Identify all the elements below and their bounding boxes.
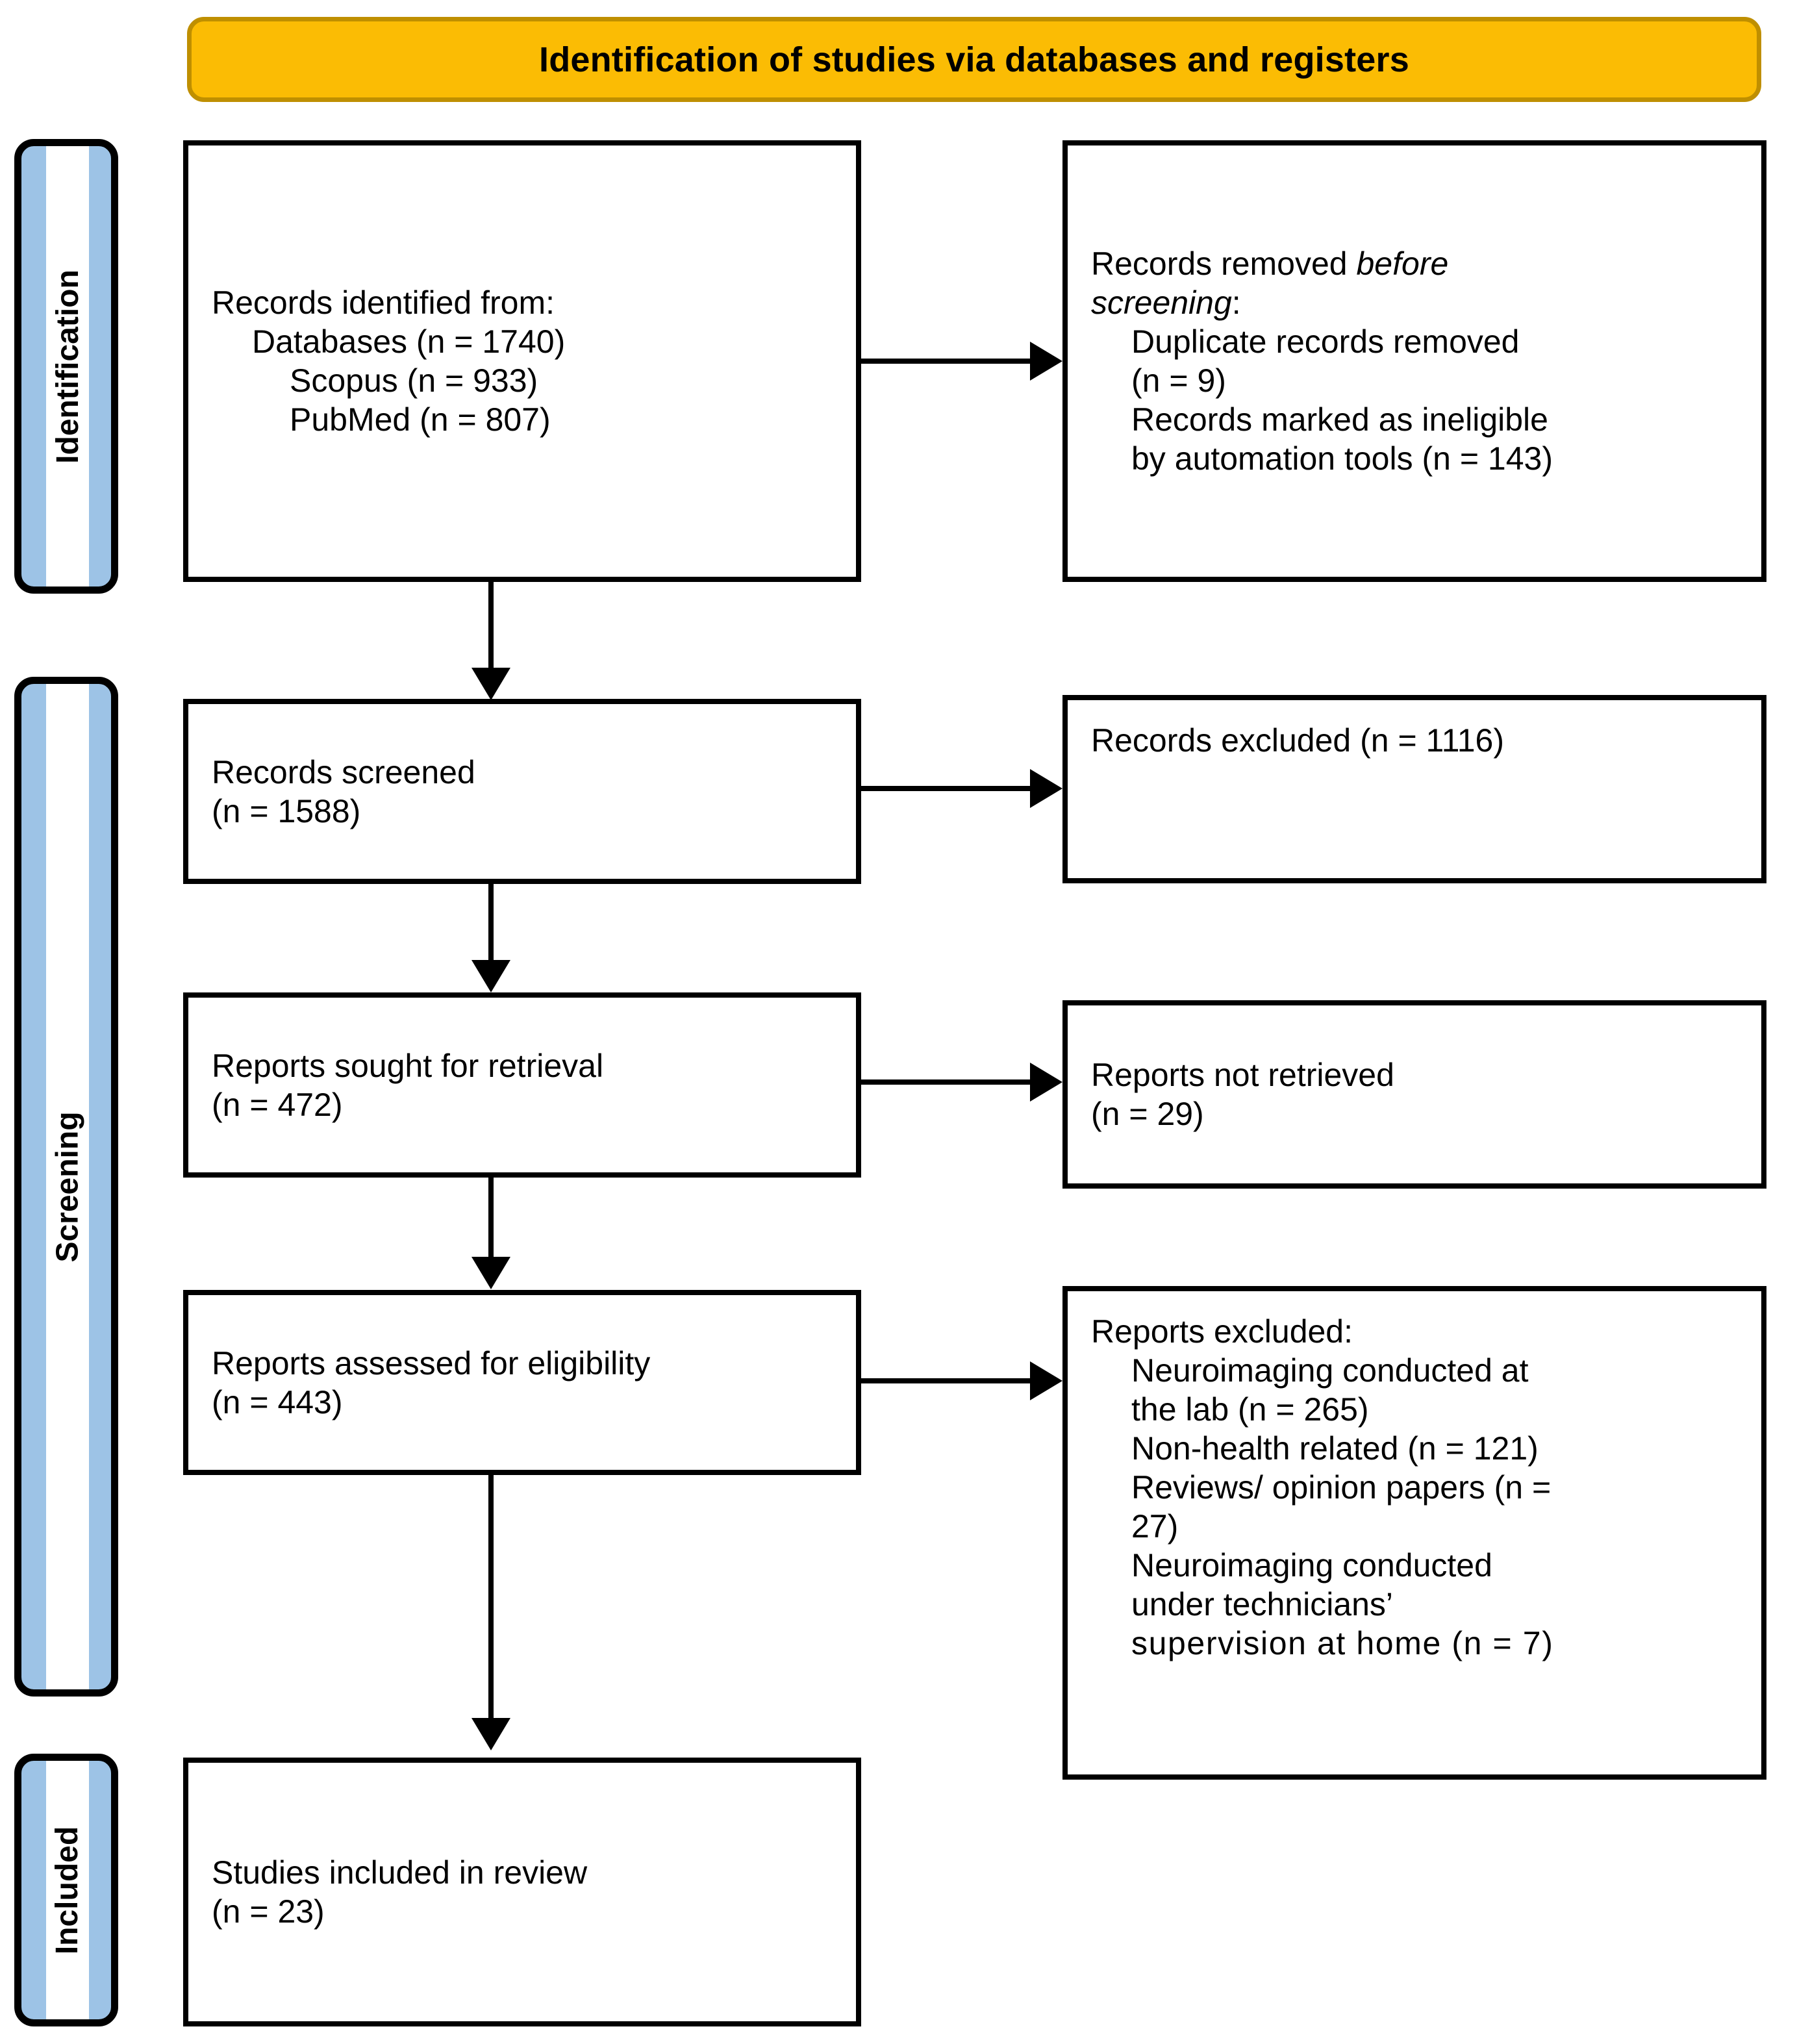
- connector-identified-to-removed-arrowhead: [1030, 342, 1062, 381]
- box-reports-sought-for-retrieval: Reports sought for retrieval(n = 472): [183, 992, 861, 1178]
- reports-excluded-line-1: Reports excluded:: [1091, 1313, 1353, 1350]
- stage-label-identification: Identification: [50, 269, 85, 464]
- connector-identified-to-screened-arrowhead: [471, 668, 510, 700]
- box-reports-not-retrieved-text: Reports not retrieved(n = 29): [1091, 1055, 1747, 1133]
- records-excluded-line-1: Records excluded (n = 1116): [1091, 722, 1505, 759]
- reports-sought-line-2: (n = 472): [212, 1086, 343, 1123]
- records-identified-line-3: Scopus (n = 933): [290, 362, 538, 399]
- reports-excluded-line-6: 27): [1131, 1508, 1179, 1545]
- box-records-removed-before-screening: Records removed before screening:Duplicat…: [1062, 140, 1766, 582]
- reports-excluded-line-9: supervision at home (n = 7): [1131, 1625, 1554, 1661]
- box-records-removed-text: Records removed before screening:Duplicat…: [1091, 244, 1747, 478]
- stage-bar-screening: Screening: [14, 677, 118, 1697]
- box-reports-excluded-text: Reports excluded:Neuroimaging conducted …: [1091, 1312, 1747, 1663]
- studies-included-line-2: (n = 23): [212, 1893, 325, 1930]
- connector-sought-to-notretrieved-arrowhead: [1030, 1063, 1062, 1102]
- records-removed-line-4: (n = 9): [1131, 362, 1226, 399]
- connector-screened-to-sought-arrowhead: [471, 960, 510, 992]
- reports-assessed-line-2: (n = 443): [212, 1383, 343, 1420]
- box-reports-excluded: Reports excluded:Neuroimaging conducted …: [1062, 1286, 1766, 1780]
- reports-not-retrieved-line-2: (n = 29): [1091, 1096, 1204, 1132]
- connector-screened-to-excluded-line: [861, 786, 1034, 791]
- records-removed-line-5: Records marked as ineligible: [1131, 401, 1548, 438]
- reports-excluded-line-8: under technicians’: [1131, 1586, 1394, 1622]
- reports-excluded-line-3: the lab (n = 265): [1131, 1391, 1369, 1428]
- connector-assessed-to-included-arrowhead: [471, 1718, 510, 1750]
- diagram-header-banner: Identification of studies via databases …: [187, 17, 1761, 102]
- connector-assessed-to-excluded-line: [861, 1378, 1034, 1383]
- box-records-excluded: Records excluded (n = 1116): [1062, 695, 1766, 883]
- connector-identified-to-removed-line: [861, 359, 1034, 364]
- box-records-screened-text: Records screened(n = 1588): [212, 753, 842, 831]
- records-identified-line-4: PubMed (n = 807): [290, 401, 551, 438]
- reports-excluded-line-7: Neuroimaging conducted: [1131, 1547, 1492, 1583]
- box-reports-not-retrieved: Reports not retrieved(n = 29): [1062, 1000, 1766, 1189]
- reports-excluded-line-2: Neuroimaging conducted at: [1131, 1352, 1529, 1389]
- box-records-excluded-text: Records excluded (n = 1116): [1091, 721, 1747, 760]
- connector-screened-to-excluded-arrowhead: [1030, 769, 1062, 808]
- box-records-screened: Records screened(n = 1588): [183, 699, 861, 884]
- box-studies-included-in-review: Studies included in review(n = 23): [183, 1758, 861, 2026]
- connector-identified-to-screened-line: [488, 582, 494, 673]
- reports-not-retrieved-line-1: Reports not retrieved: [1091, 1057, 1394, 1093]
- records-removed-line-6: by automation tools (n = 143): [1131, 440, 1553, 477]
- records-screened-line-2: (n = 1588): [212, 792, 361, 829]
- records-removed-line-3: Duplicate records removed: [1131, 323, 1520, 360]
- box-studies-included-text: Studies included in review(n = 23): [212, 1853, 842, 1931]
- box-reports-sought-text: Reports sought for retrieval(n = 472): [212, 1046, 842, 1124]
- records-screened-line-1: Records screened: [212, 753, 475, 790]
- box-records-identified-text: Records identified from:Databases (n = 1…: [212, 283, 842, 439]
- stage-bar-included-inner: Included: [46, 1761, 89, 2019]
- diagram-header-title: Identification of studies via databases …: [539, 40, 1409, 79]
- connector-sought-to-assessed-arrowhead: [471, 1257, 510, 1289]
- records-removed-line-2a: screening: [1091, 284, 1232, 321]
- stage-bar-identification-inner: Identification: [46, 146, 89, 587]
- reports-assessed-line-1: Reports assessed for eligibility: [212, 1344, 651, 1382]
- connector-sought-to-assessed-line: [488, 1178, 494, 1262]
- reports-excluded-line-4: Non-health related (n = 121): [1131, 1430, 1539, 1467]
- connector-screened-to-sought-line: [488, 884, 494, 965]
- records-removed-line-2b: :: [1231, 284, 1241, 321]
- stage-label-screening: Screening: [50, 1111, 85, 1263]
- stage-bar-screening-inner: Screening: [46, 684, 89, 1689]
- records-removed-line-1b: before: [1356, 246, 1449, 282]
- box-reports-assessed-text: Reports assessed for eligibility(n = 443…: [212, 1344, 842, 1422]
- box-records-identified: Records identified from:Databases (n = 1…: [183, 140, 861, 582]
- reports-excluded-line-5: Reviews/ opinion papers (n =: [1131, 1469, 1552, 1506]
- stage-bar-identification: Identification: [14, 139, 118, 594]
- stage-bar-included: Included: [14, 1754, 118, 2026]
- connector-sought-to-notretrieved-line: [861, 1079, 1034, 1085]
- stage-label-included: Included: [50, 1826, 85, 1954]
- studies-included-line-1: Studies included in review: [212, 1854, 588, 1891]
- reports-sought-line-1: Reports sought for retrieval: [212, 1047, 604, 1084]
- records-identified-line-1: Records identified from:: [212, 284, 555, 321]
- connector-assessed-to-excluded-arrowhead: [1030, 1361, 1062, 1400]
- records-removed-line-1a: Records removed: [1091, 246, 1357, 282]
- box-reports-assessed-for-eligibility: Reports assessed for eligibility(n = 443…: [183, 1290, 861, 1475]
- connector-assessed-to-included-line: [488, 1475, 494, 1722]
- records-identified-line-2: Databases (n = 1740): [252, 323, 566, 360]
